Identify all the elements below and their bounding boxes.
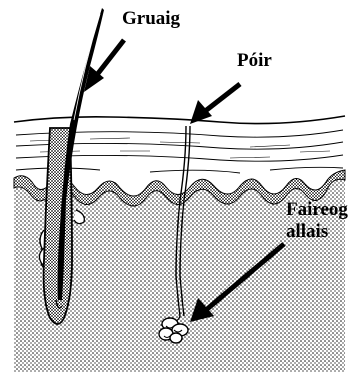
label-sweat-gland-line2: allais — [286, 221, 360, 243]
label-hair: Gruaig — [122, 8, 180, 30]
label-sweat-gland: Faireog allais — [286, 199, 360, 243]
label-sweat-gland-line1: Faireog — [286, 199, 360, 221]
label-pore: Póir — [237, 50, 272, 72]
